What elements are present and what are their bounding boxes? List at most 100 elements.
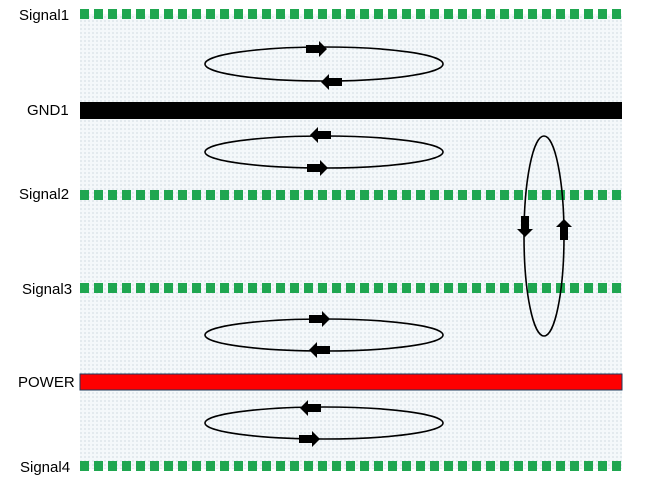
- trace-segment: [80, 190, 89, 200]
- trace-segment: [262, 461, 271, 471]
- trace-segment: [416, 190, 425, 200]
- trace-segment: [458, 461, 467, 471]
- trace-segment: [472, 190, 481, 200]
- trace-segment: [94, 190, 103, 200]
- trace-segment: [374, 461, 383, 471]
- trace-segment: [388, 190, 397, 200]
- layer-label-signal1: Signal1: [19, 7, 70, 24]
- trace-segment: [598, 190, 607, 200]
- trace-segment: [514, 283, 523, 293]
- trace-segment: [276, 190, 285, 200]
- arrow-left-icon: [321, 74, 342, 90]
- trace-segment: [542, 9, 551, 19]
- trace-segment: [542, 283, 551, 293]
- arrow-right-icon: [307, 160, 328, 176]
- layer-label-signal3: Signal3: [22, 281, 73, 298]
- trace-segment: [528, 283, 537, 293]
- trace-segment: [444, 9, 453, 19]
- trace-segment: [360, 283, 369, 293]
- layer-label-power: POWER: [18, 374, 75, 391]
- trace-segment: [528, 461, 537, 471]
- trace-segment: [570, 9, 579, 19]
- trace-segment: [388, 9, 397, 19]
- trace-segment: [514, 9, 523, 19]
- trace-segment: [192, 283, 201, 293]
- layer-label-gnd1: GND1: [27, 102, 69, 119]
- trace-segment: [584, 190, 593, 200]
- trace-segment: [94, 283, 103, 293]
- trace-segment: [304, 283, 313, 293]
- layer-label-signal2: Signal2: [19, 186, 70, 203]
- trace-segment: [514, 190, 523, 200]
- trace-segment: [318, 283, 327, 293]
- arrow-right-icon: [306, 41, 327, 57]
- trace-segment: [108, 461, 117, 471]
- trace-segment: [248, 190, 257, 200]
- trace-segment: [374, 9, 383, 19]
- trace-segment: [234, 190, 243, 200]
- signal1-trace: [80, 9, 621, 19]
- trace-segment: [458, 190, 467, 200]
- trace-segment: [150, 190, 159, 200]
- trace-segment: [136, 190, 145, 200]
- trace-segment: [472, 461, 481, 471]
- trace-segment: [80, 283, 89, 293]
- trace-segment: [486, 190, 495, 200]
- trace-segment: [318, 190, 327, 200]
- trace-segment: [584, 283, 593, 293]
- trace-segment: [122, 283, 131, 293]
- trace-segment: [94, 461, 103, 471]
- trace-segment: [570, 283, 579, 293]
- trace-segment: [234, 283, 243, 293]
- trace-segment: [472, 9, 481, 19]
- trace-segment: [360, 461, 369, 471]
- trace-segment: [500, 9, 509, 19]
- trace-segment: [346, 283, 355, 293]
- arrow-right-icon: [299, 431, 320, 447]
- trace-segment: [150, 283, 159, 293]
- trace-segment: [220, 190, 229, 200]
- trace-segment: [108, 9, 117, 19]
- trace-segment: [472, 283, 481, 293]
- current-loop-signal2-signal3: [517, 135, 572, 337]
- trace-segment: [388, 283, 397, 293]
- trace-segment: [122, 461, 131, 471]
- trace-segment: [444, 190, 453, 200]
- trace-segment: [276, 9, 285, 19]
- signal3-trace: [80, 283, 621, 293]
- trace-segment: [150, 461, 159, 471]
- trace-segment: [304, 9, 313, 19]
- trace-segment: [598, 461, 607, 471]
- trace-segment: [276, 461, 285, 471]
- trace-segment: [374, 283, 383, 293]
- current-loop-signal3-power: [204, 311, 444, 358]
- trace-segment: [556, 190, 565, 200]
- trace-segment: [556, 9, 565, 19]
- trace-segment: [430, 190, 439, 200]
- trace-segment: [584, 461, 593, 471]
- trace-segment: [164, 190, 173, 200]
- trace-segment: [416, 9, 425, 19]
- trace-segment: [178, 461, 187, 471]
- dielectric-substrate: [80, 14, 622, 469]
- trace-segment: [108, 190, 117, 200]
- gnd1-plane: [80, 102, 622, 119]
- trace-segment: [150, 9, 159, 19]
- trace-segment: [206, 190, 215, 200]
- trace-segment: [374, 190, 383, 200]
- trace-segment: [178, 9, 187, 19]
- trace-segment: [262, 283, 271, 293]
- trace-segment: [206, 283, 215, 293]
- arrow-left-icon: [300, 400, 321, 416]
- trace-segment: [542, 461, 551, 471]
- trace-segment: [486, 283, 495, 293]
- trace-segment: [612, 9, 621, 19]
- trace-segment: [360, 9, 369, 19]
- trace-segment: [346, 461, 355, 471]
- trace-segment: [248, 461, 257, 471]
- trace-segment: [528, 9, 537, 19]
- trace-segment: [304, 461, 313, 471]
- layer-label-signal4: Signal4: [20, 459, 71, 476]
- trace-segment: [318, 9, 327, 19]
- trace-segment: [402, 190, 411, 200]
